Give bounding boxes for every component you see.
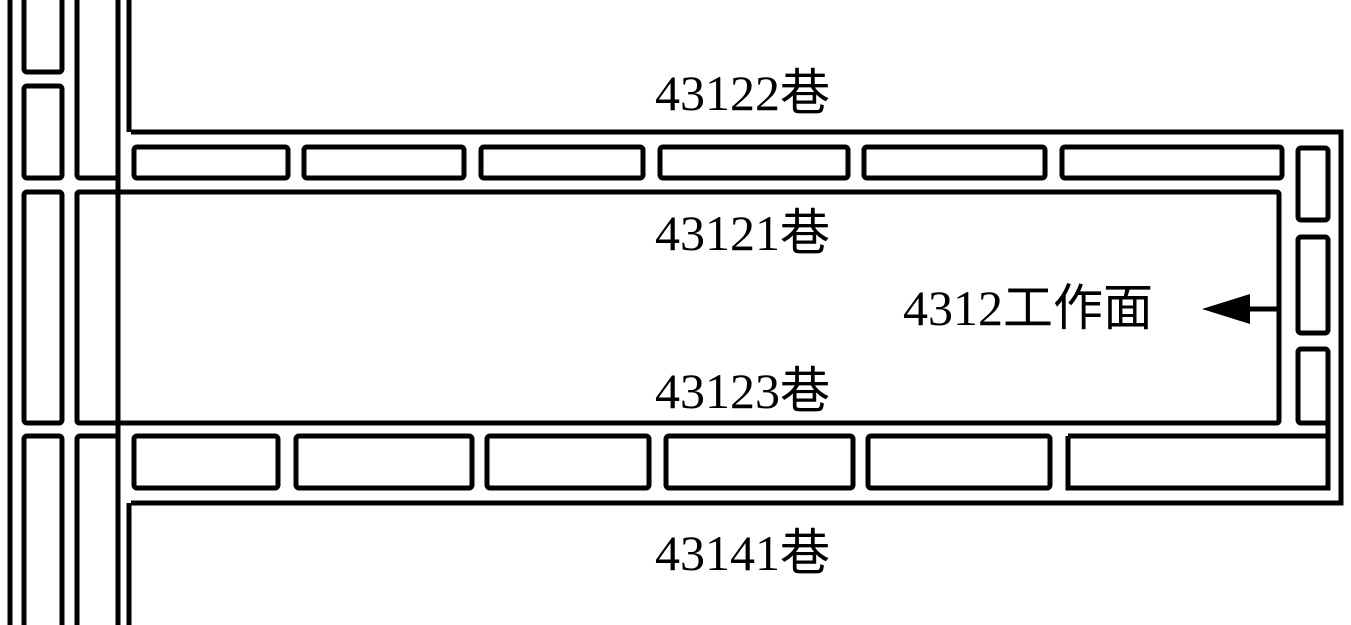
- label-working-face: 4312工作面: [903, 280, 1153, 336]
- label-roadway-43122: 43122巷: [655, 65, 830, 121]
- label-roadway-43141: 43141巷: [655, 525, 830, 581]
- label-roadway-43123: 43123巷: [655, 363, 830, 419]
- label-roadway-43121: 43121巷: [655, 205, 830, 261]
